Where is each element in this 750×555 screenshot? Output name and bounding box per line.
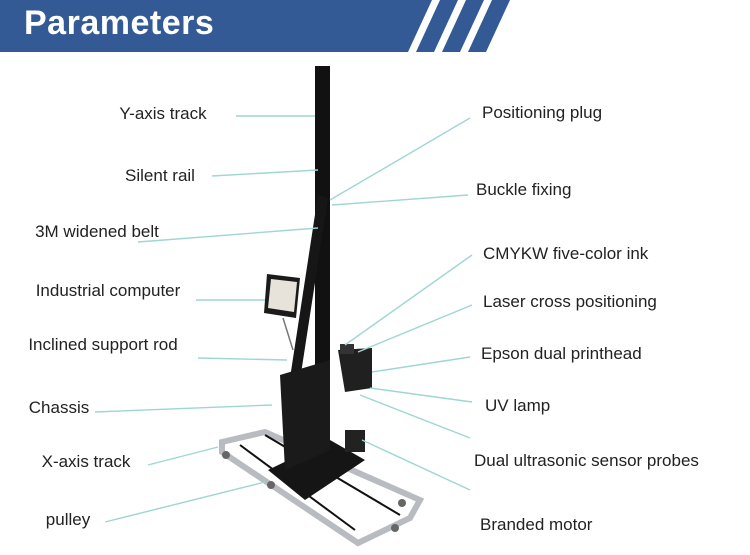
label-laser-cross-positioning: Laser cross positioning [483, 292, 657, 311]
label-silent-rail: Silent rail [125, 166, 195, 185]
label-cmykw-ink: CMYKW five-color ink [483, 244, 649, 263]
leader-uv-lamp [369, 387, 473, 403]
leader-silent-rail [211, 169, 319, 177]
leader-x-axis-track [147, 446, 219, 466]
label-buckle-fixing: Buckle fixing [476, 180, 572, 199]
leader-pulley [104, 481, 266, 523]
label-industrial-computer: Industrial computer [35, 281, 181, 300]
leader-positioning-plug [329, 117, 471, 201]
header-banner [0, 0, 510, 52]
label-positioning-plug: Positioning plug [482, 103, 603, 122]
label-dual-ultrasonic-sensor-probes: Dual ultrasonic sensor probes [474, 451, 699, 470]
x-axis-track-frame [219, 428, 425, 547]
label-epson-dual-printhead: Epson dual printhead [481, 344, 642, 363]
leader-branded-motor [361, 439, 471, 491]
leader-chassis [94, 404, 273, 413]
leader-ultrasonic [359, 394, 471, 439]
label-branded-motor: Branded motor [480, 515, 593, 534]
label-chassis: Chassis [28, 398, 90, 417]
label-pulley: pulley [45, 510, 91, 529]
leader-epson [371, 356, 471, 373]
label-3m-widened-belt: 3M widened belt [35, 222, 159, 241]
leader-inclined-support-rod [197, 357, 288, 361]
label-y-axis-track: Y-axis track [119, 104, 207, 123]
label-uv-lamp: UV lamp [485, 396, 551, 415]
label-x-axis-track: X-axis track [41, 452, 131, 471]
leader-3m-widened-belt [137, 227, 319, 243]
leader-cmykw-ink [344, 254, 473, 346]
label-inclined-support-rod: Inclined support rod [28, 335, 178, 354]
page-title: Parameters [24, 4, 215, 42]
leader-buckle-fixing [331, 194, 469, 206]
leader-laser-cross [357, 304, 473, 353]
